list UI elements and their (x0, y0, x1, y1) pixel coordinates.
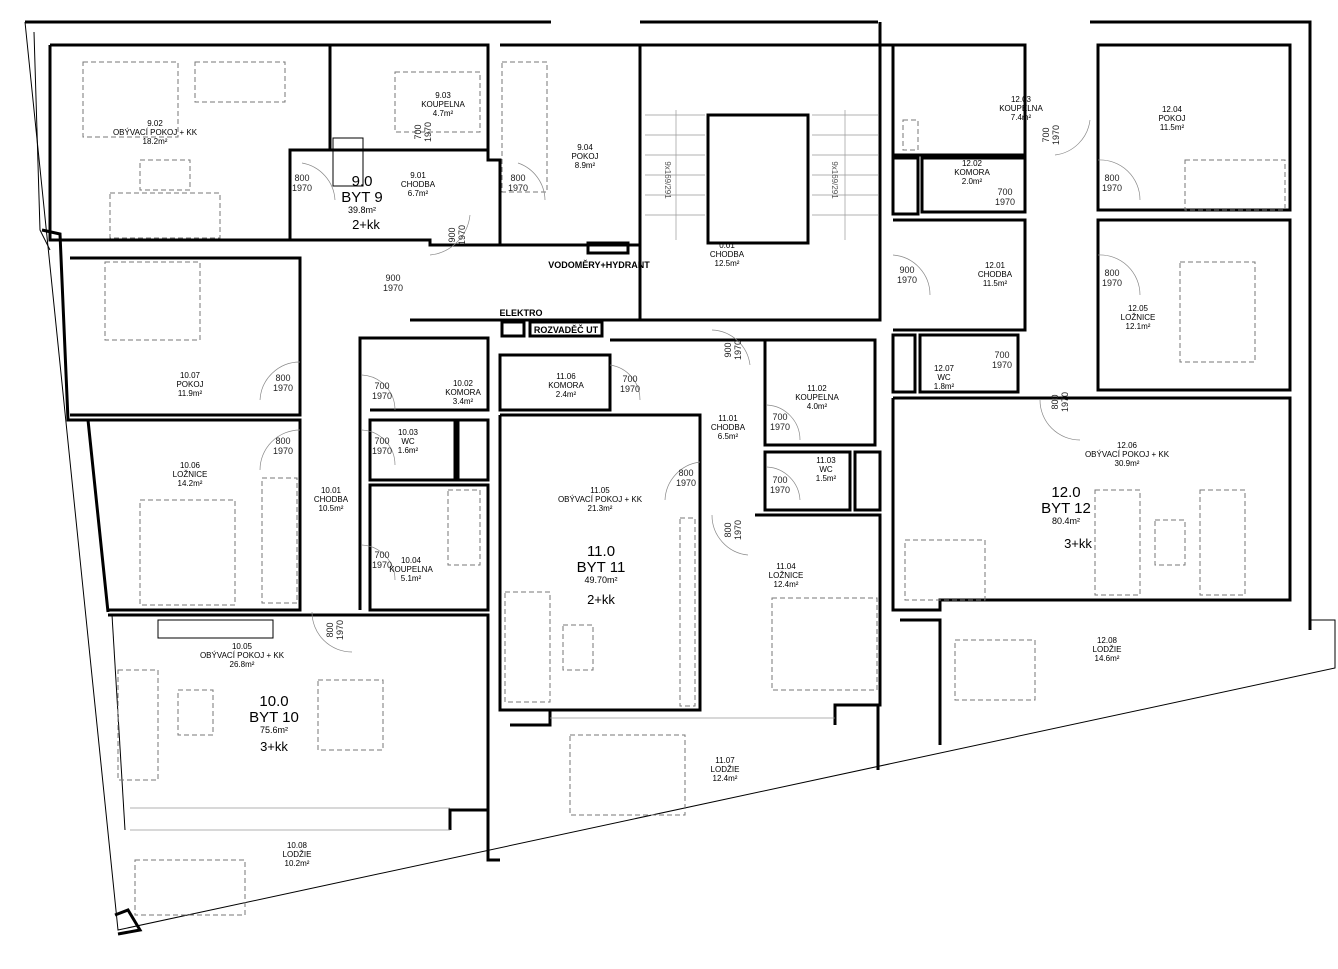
apartment-12-label: 12.0 BYT 12 80.4m² 3+kk (1041, 484, 1092, 551)
apartment-area: 49.70m² (584, 575, 617, 585)
apartment-area: 75.6m² (260, 725, 288, 735)
stair-core: 9x169/291 9x169/291 (410, 43, 882, 338)
apartment-name: BYT 11 (577, 559, 626, 576)
apartment-10-label: 10.0 BYT 10 75.6m² 3+kk (249, 693, 299, 754)
water-meters-hydrant-label: VODOMĚRY+HYDRANT (548, 259, 650, 270)
door-dimension-label: 9001970 (447, 225, 467, 245)
door-dimension-label: 8001970 (325, 620, 345, 640)
door-dimension-label: 8001970 (723, 520, 743, 540)
technical-tags: VODOMĚRY+HYDRANT ELEKTRO ROZVADĚČ UT (499, 259, 650, 335)
door-dimension-label: 7001970 (1041, 125, 1061, 145)
apartment-type: 2+kk (587, 592, 615, 607)
apartment-name: BYT 10 (249, 709, 299, 726)
apartment-area: 39.8m² (348, 205, 376, 215)
building-outline (24, 20, 1336, 936)
electro-label: ELEKTRO (499, 308, 542, 318)
apartment-number: 11.0 (587, 543, 615, 560)
apartment-11-label: 11.0 BYT 11 49.70m² 2+kk (577, 543, 626, 607)
apartment-9-walls (48, 43, 642, 256)
apartment-number: 10.0 (259, 693, 288, 710)
apartment-number: 12.0 (1051, 484, 1080, 501)
apartment-12-walls (878, 22, 1292, 745)
apartment-11-walls (486, 329, 882, 862)
door-dimension-label: 8001970 (1050, 392, 1070, 412)
apartment-name: BYT 12 (1041, 500, 1091, 517)
apartment-type: 3+kk (1064, 536, 1092, 551)
heating-distributor-label: ROZVADĚČ UT (534, 324, 599, 335)
stair-annotation-right: 9x169/291 (830, 161, 839, 199)
apartment-9-label: 9.0 BYT 9 39.8m² 2+kk (341, 173, 382, 232)
apartment-10-walls (70, 256, 490, 916)
stair-annotation-left: 9x169/291 (663, 161, 672, 199)
apartment-labels: 9.0 BYT 9 39.8m² 2+kk 10.0 BYT 10 75.6m²… (249, 173, 1092, 754)
apartment-number: 9.0 (352, 173, 373, 190)
apartment-name: BYT 9 (341, 189, 382, 206)
apartment-type: 3+kk (260, 739, 288, 754)
door-dimension-label: 9001970 (723, 340, 743, 360)
door-dimension-label: 7001970 (413, 122, 433, 142)
apartment-area: 80.4m² (1052, 516, 1080, 526)
apartment-type: 2+kk (352, 217, 380, 232)
